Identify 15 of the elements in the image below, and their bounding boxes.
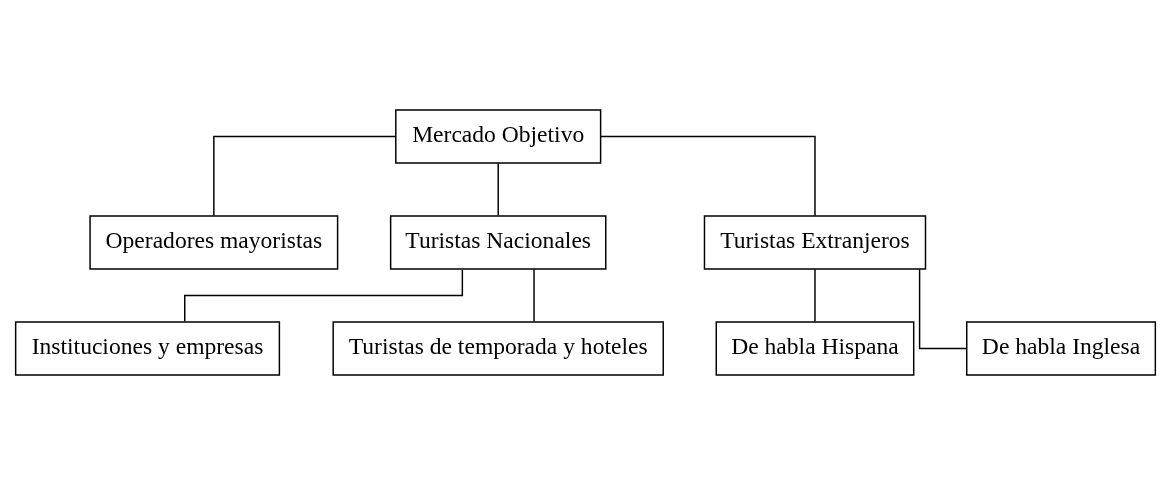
node-box: Operadores mayoristas bbox=[89, 214, 339, 270]
node-box: Turistas Nacionales bbox=[389, 214, 607, 270]
connector bbox=[497, 161, 499, 216]
node-box: Turistas Extranjeros bbox=[703, 214, 927, 270]
connector bbox=[599, 135, 816, 216]
node-box: Instituciones y empresas bbox=[14, 320, 281, 376]
connector bbox=[533, 268, 535, 322]
node-box: Turistas de temporada y hoteles bbox=[332, 320, 664, 376]
connector bbox=[814, 268, 816, 322]
node-box: De habla Inglesa bbox=[966, 320, 1157, 376]
connector bbox=[918, 268, 968, 349]
connector bbox=[213, 135, 397, 216]
node-box: De habla Hispana bbox=[715, 320, 915, 376]
node-box: Mercado Objetivo bbox=[395, 108, 602, 164]
connector bbox=[184, 268, 464, 322]
